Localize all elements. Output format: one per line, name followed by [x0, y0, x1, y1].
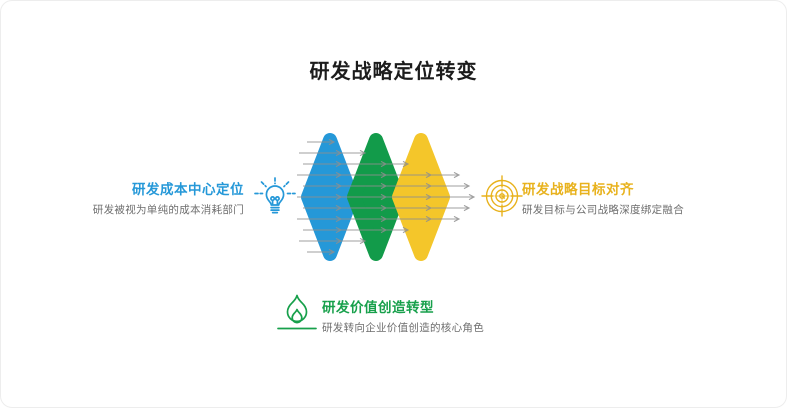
feature-subtitle: 研发被视为单纯的成本消耗部门 [92, 204, 244, 216]
flame-icon [277, 294, 317, 330]
feature-subtitle: 研发转向企业价值创造的核心角色 [322, 322, 484, 334]
feature-title: 研发价值创造转型 [322, 300, 434, 315]
feature-subtitle: 研发目标与公司战略深度绑定融合 [522, 204, 684, 216]
page-title: 研发战略定位转变 [309, 61, 478, 83]
feature-title: 研发战略目标对齐 [522, 182, 634, 197]
lightbulb-icon [254, 177, 296, 214]
feature-cost-center: 研发成本中心定位 研发被视为单纯的成本消耗部门 [93, 178, 244, 217]
target-icon [481, 175, 523, 217]
feature-value-creation: 研发价值创造转型 研发转向企业价值创造的核心角色 [322, 296, 484, 335]
feature-title: 研发成本中心定位 [132, 182, 244, 197]
transformation-flow-diagram [297, 133, 483, 261]
flow-arrows [297, 142, 474, 252]
feature-strategy-alignment: 研发战略目标对齐 研发目标与公司战略深度绑定融合 [522, 178, 684, 217]
